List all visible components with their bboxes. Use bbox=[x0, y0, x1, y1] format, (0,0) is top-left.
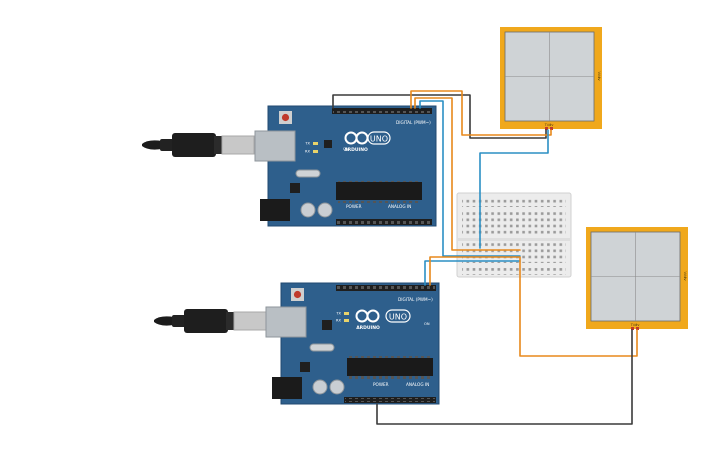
rx-label: RX bbox=[305, 150, 310, 154]
scope-probe-terminal[interactable] bbox=[550, 127, 553, 130]
arduino-uno-1[interactable]: DIGITAL (PWM~) UNO ARDUINO TX RX ON POWE… bbox=[142, 105, 437, 227]
usb-port[interactable] bbox=[265, 306, 307, 338]
wire-signal-scope2[interactable] bbox=[429, 256, 638, 357]
analog-label: ANALOG IN bbox=[406, 382, 429, 387]
breadboard[interactable] bbox=[456, 192, 572, 278]
uno-logo-text: UNO bbox=[389, 313, 407, 322]
capacitor-icon bbox=[329, 379, 345, 395]
small-chip-icon bbox=[322, 320, 332, 330]
crystal-icon bbox=[295, 169, 321, 178]
scope-vdiv-label: V/div bbox=[597, 72, 602, 81]
rx-label: RX bbox=[336, 319, 341, 323]
wire-serial-breadboard[interactable] bbox=[419, 100, 521, 257]
scope-probe-terminal[interactable] bbox=[636, 327, 639, 330]
digital-label: DIGITAL (PWM~) bbox=[398, 297, 433, 302]
led-tx-icon bbox=[344, 312, 349, 315]
brand-text: ARDUINO bbox=[344, 147, 368, 153]
wire-serial-board2[interactable] bbox=[424, 260, 521, 286]
on-label: ON bbox=[343, 147, 349, 151]
brand-text: ARDUINO bbox=[356, 325, 380, 331]
power-label: POWER bbox=[373, 382, 389, 387]
led-rx-icon bbox=[344, 319, 349, 322]
wire-blue-scope-link[interactable] bbox=[479, 129, 549, 249]
wire-signal-scope1[interactable] bbox=[410, 90, 552, 136]
usb-cable bbox=[142, 133, 255, 157]
on-label: ON bbox=[424, 322, 430, 326]
capacitor-icon bbox=[300, 202, 316, 218]
regulator-icon bbox=[290, 183, 300, 193]
power-jack[interactable] bbox=[272, 377, 302, 399]
reset-button[interactable] bbox=[281, 113, 290, 122]
power-jack[interactable] bbox=[260, 199, 290, 221]
scope-tdiv-label: T/div bbox=[545, 122, 554, 127]
uno-logo-text: UNO bbox=[370, 135, 388, 144]
scope-probe-terminal[interactable] bbox=[545, 127, 548, 130]
tx-label: TX bbox=[335, 312, 341, 316]
small-chip-icon bbox=[324, 140, 332, 148]
regulator-icon bbox=[300, 362, 310, 372]
arduino-uno-2[interactable]: DIGITAL (PWM~) UNO ARDUINO TX RX ON POWE… bbox=[154, 282, 440, 405]
scope-tdiv-label: T/div bbox=[631, 322, 640, 327]
usb-port[interactable] bbox=[254, 130, 296, 162]
arduino-logo: UNO ARDUINO bbox=[355, 309, 411, 331]
oscilloscope-1[interactable]: V/div T/div bbox=[500, 27, 602, 130]
tx-label: TX bbox=[304, 142, 310, 146]
usb-cable bbox=[154, 309, 267, 333]
wire-gnd-scope2[interactable] bbox=[376, 329, 633, 425]
reset-button[interactable] bbox=[293, 290, 302, 299]
capacitor-icon bbox=[317, 202, 333, 218]
digital-label: DIGITAL (PWM~) bbox=[396, 120, 431, 125]
wire-gnd-scope1[interactable] bbox=[332, 94, 547, 139]
crystal-icon bbox=[309, 343, 335, 352]
capacitor-icon bbox=[312, 379, 328, 395]
scope-vdiv-label: V/div bbox=[683, 272, 688, 281]
arduino-logo: UNO ARDUINO bbox=[344, 131, 391, 153]
atmega-chip bbox=[347, 358, 433, 376]
scope-probe-terminal[interactable] bbox=[631, 327, 634, 330]
led-tx-icon bbox=[313, 150, 318, 153]
analog-label: ANALOG IN bbox=[388, 204, 411, 209]
wire-signal-breadboard[interactable] bbox=[414, 97, 521, 251]
atmega-chip bbox=[336, 182, 422, 200]
oscilloscope-2[interactable]: V/div T/div bbox=[586, 227, 688, 330]
power-label: POWER bbox=[346, 204, 362, 209]
led-l-icon bbox=[313, 142, 318, 145]
